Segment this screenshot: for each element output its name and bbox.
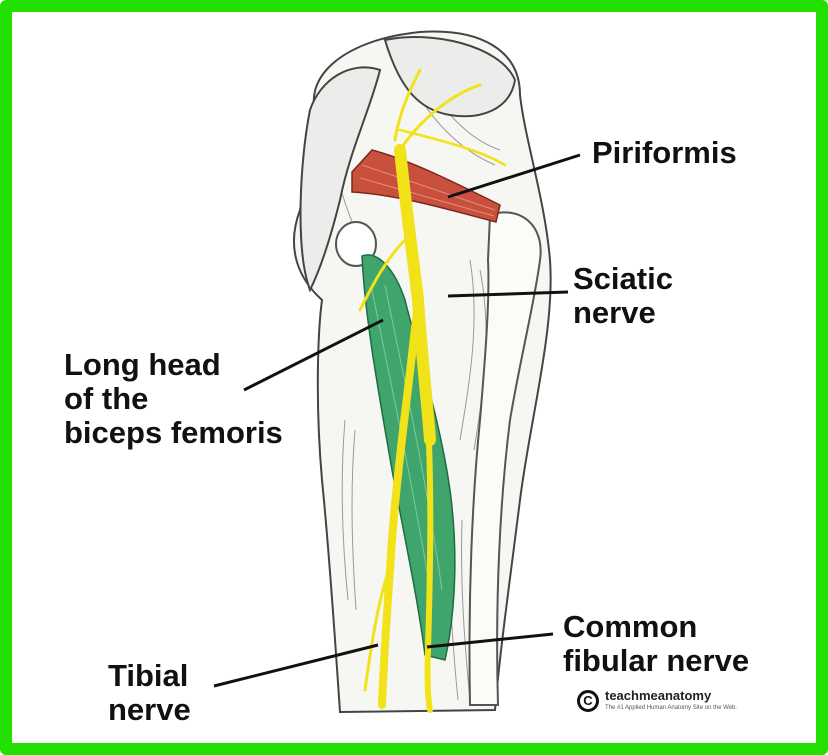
common-fibular-nerve (428, 420, 431, 710)
label-sciatic-nerve: Sciatic nerve (573, 262, 673, 330)
label-common-fibular-nerve: Common fibular nerve (563, 610, 749, 678)
copyright-icon: C (577, 690, 599, 712)
watermark-name: teachmeanatomy (605, 688, 711, 703)
watermark: C teachmeanatomy The #1 Applied Human An… (577, 688, 777, 718)
label-biceps-femoris: Long head of the biceps femoris (64, 348, 283, 450)
label-piriformis: Piriformis (592, 136, 737, 170)
label-tibial-nerve: Tibial nerve (108, 659, 191, 727)
watermark-tagline: The #1 Applied Human Anatomy Site on the… (605, 705, 737, 711)
